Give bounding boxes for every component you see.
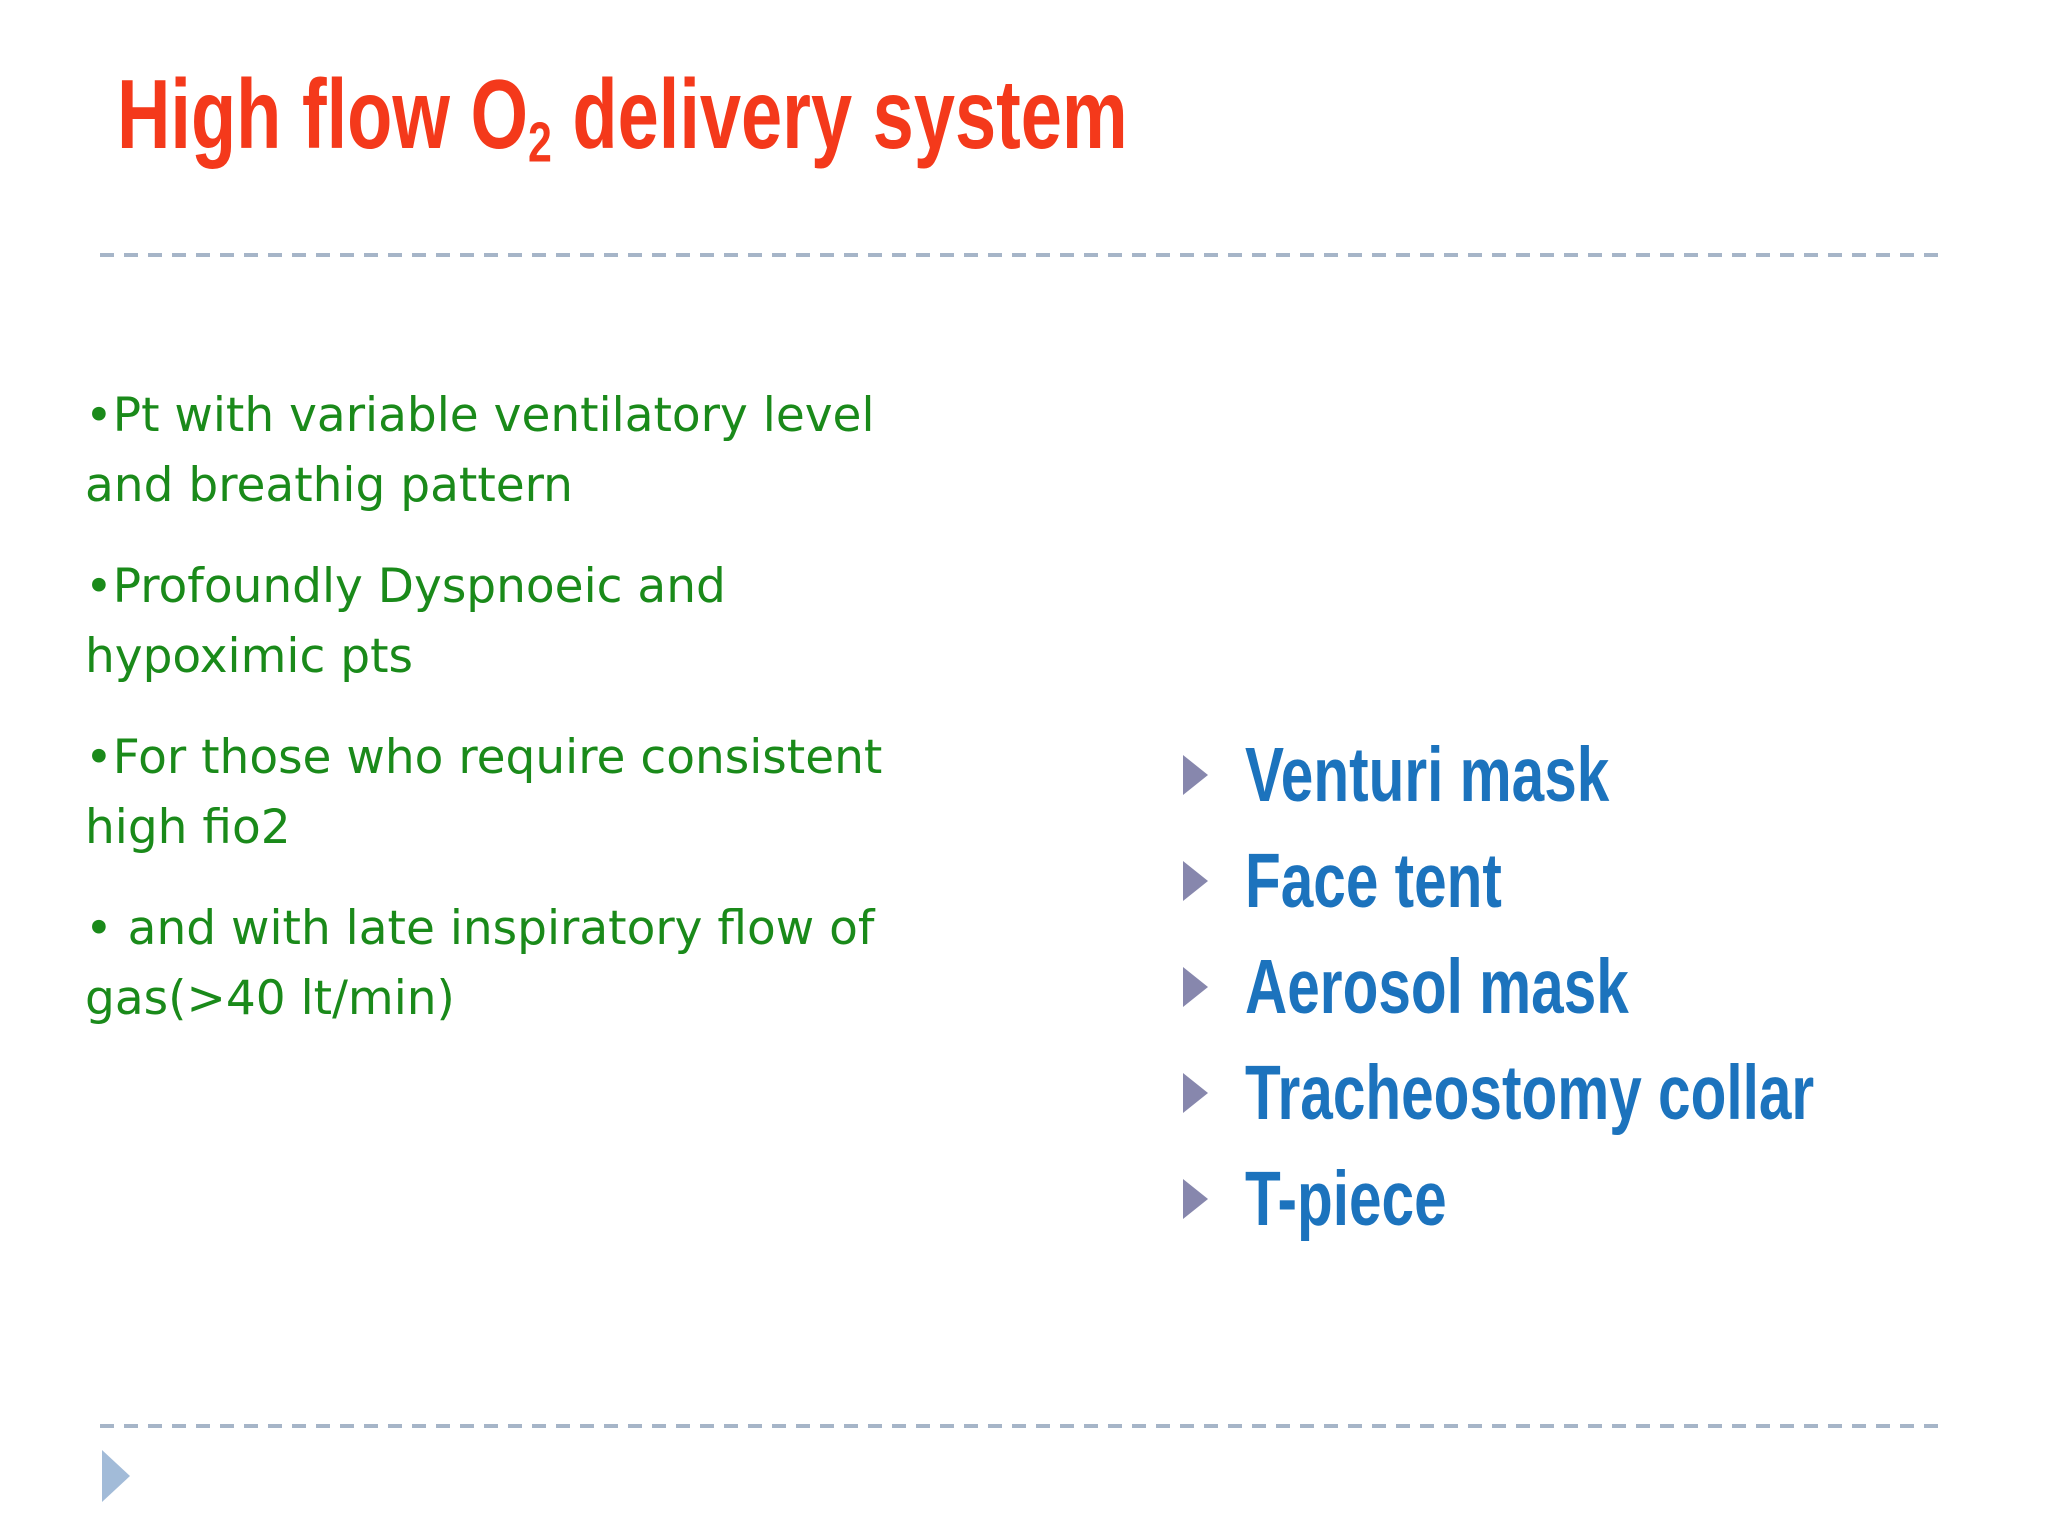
list-item: •For those who require consistent high f… [85,723,1065,863]
list-item: •Pt with variable ventilatory level and … [85,381,1065,521]
list-item: •Profoundly Dyspnoeic and hypoximic pts [85,552,1065,692]
list-item-line: •For those who require consistent [85,730,883,785]
page-title-text: High flow O2 delivery system [117,59,1128,171]
right-triangle-icon [1183,1073,1208,1113]
right-triangle-icon [1183,967,1208,1007]
list-item-line: hypoximic pts [85,629,413,684]
device-label: Aerosol mask [1245,943,1629,1030]
list-item: T-piece [1183,1146,1994,1252]
list-item: • and with late inspiratory flow of gas(… [85,894,1065,1034]
device-label: Tracheostomy collar [1245,1049,1815,1136]
divider-bottom [100,1424,1948,1428]
list-item: Venturi mask [1183,722,1994,828]
list-item-line: •Profoundly Dyspnoeic and [85,559,726,614]
device-label: Face tent [1245,837,1502,924]
device-label: T-piece [1245,1155,1447,1242]
list-item: Face tent [1183,828,1994,934]
list-item-line: • and with late inspiratory flow of [85,901,875,956]
device-list: Venturi mask Face tent Aerosol mask Trac… [1183,722,1994,1252]
device-label: Venturi mask [1245,731,1610,818]
title-subscript: 2 [527,111,552,175]
right-triangle-icon [1183,755,1208,795]
list-item-line: gas(>40 lt/min) [85,971,455,1026]
list-item: Aerosol mask [1183,934,1994,1040]
list-item: Tracheostomy collar [1183,1040,1994,1146]
title-prefix: High flow O [117,59,528,169]
list-item-line: high fio2 [85,800,291,855]
right-triangle-icon [1183,861,1208,901]
slide-nav-arrow-icon [102,1450,130,1502]
right-triangle-icon [1183,1179,1208,1219]
divider-top [100,253,1948,257]
list-item-line: and breathig pattern [85,458,573,513]
list-item-line: •Pt with variable ventilatory level [85,388,875,443]
title-suffix: delivery system [551,59,1128,169]
indications-list: •Pt with variable ventilatory level and … [85,381,1065,1065]
page-title: High flow O2 delivery system [117,59,1456,171]
